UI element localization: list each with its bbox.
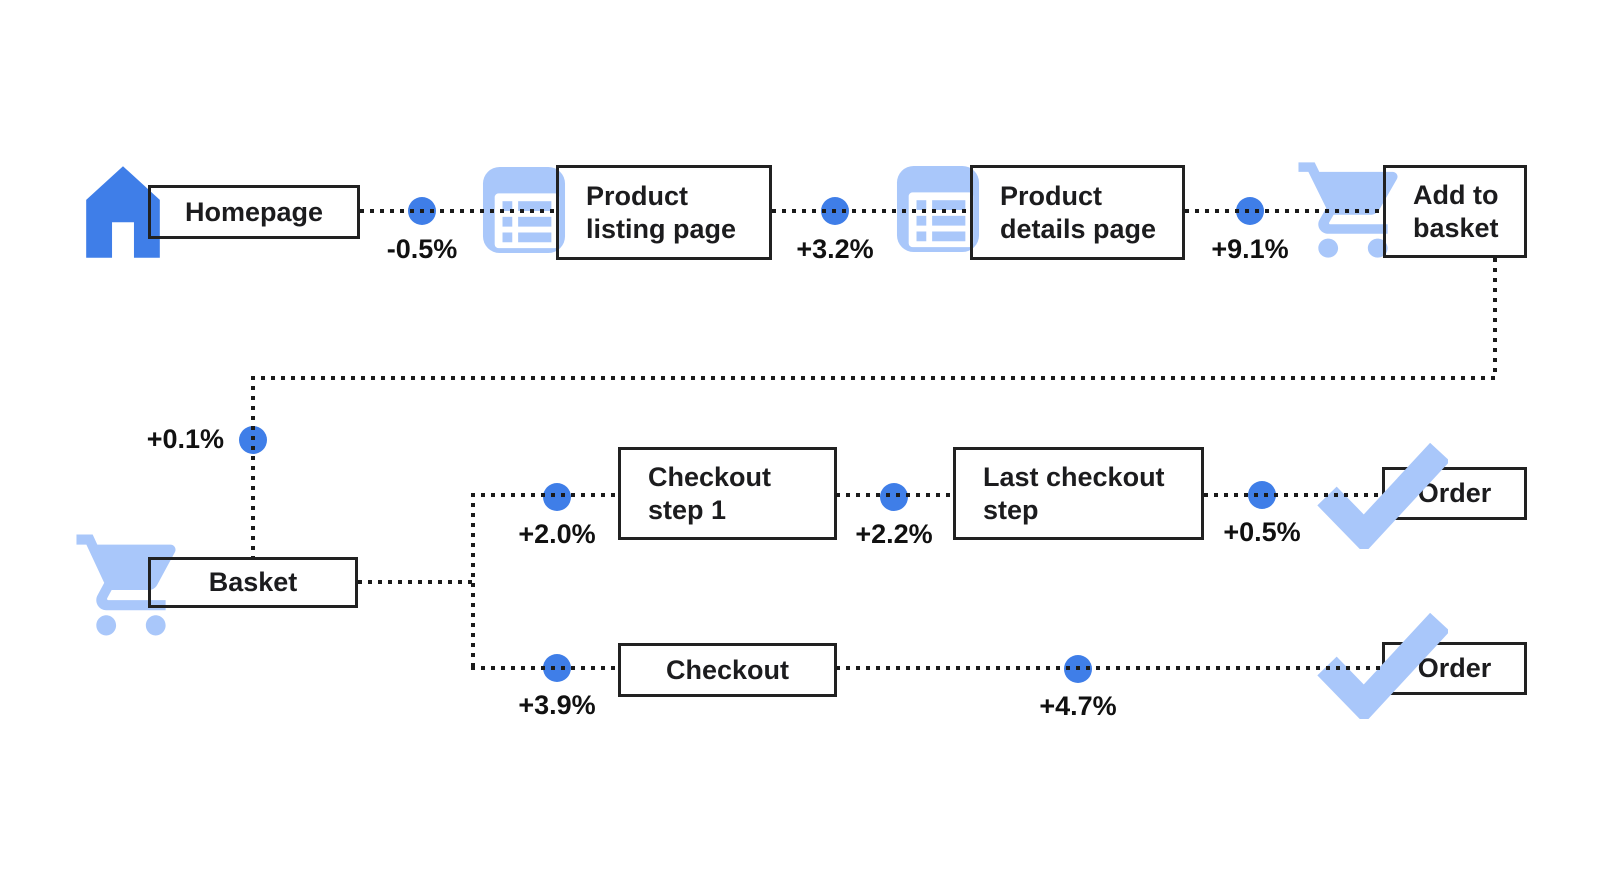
edge-details-addtobasket [1185, 209, 1383, 213]
node-label: Add to basket [1413, 179, 1499, 243]
edge-down-to-basket [251, 376, 255, 557]
node-label: Order [1417, 478, 1492, 508]
node-label: Product listing page [586, 180, 737, 244]
edge-return-across [251, 376, 1497, 380]
edge-basket-branch [358, 580, 474, 584]
node-label: Basket [208, 567, 298, 597]
edge-branch-checkout [471, 666, 618, 670]
node-last-checkout-step: Last checkout step [953, 447, 1204, 540]
edge-checkoutstep1-lastcheckout [836, 493, 954, 497]
conversion-dot [880, 483, 908, 511]
node-homepage: Homepage [148, 185, 360, 239]
node-add-to-basket: Add to basket [1383, 165, 1527, 258]
node-order-bottom: Order [1382, 642, 1527, 695]
delta-label: +3.9% [518, 690, 596, 720]
node-basket: Basket [148, 557, 358, 608]
node-product-details-page: Product details page [970, 165, 1185, 260]
edge-homepage-listing [360, 209, 556, 213]
check-icon [1317, 613, 1448, 719]
node-label: Checkout step 1 [648, 461, 772, 525]
node-label: Order [1417, 653, 1492, 683]
node-checkout: Checkout [618, 643, 837, 697]
delta-label: -0.5% [386, 234, 458, 264]
delta-label: +0.5% [1223, 517, 1301, 547]
delta-label: +4.7% [1039, 691, 1117, 721]
node-label: Checkout [665, 654, 790, 685]
node-label: Product details page [1000, 180, 1157, 244]
node-label: Homepage [184, 196, 324, 227]
delta-label: +3.2% [796, 234, 874, 264]
node-label: Last checkout step [983, 461, 1165, 525]
node-product-listing-page: Product listing page [556, 165, 772, 260]
edge-checkout-order [836, 666, 1382, 670]
edge-lastcheckout-order [1204, 493, 1382, 497]
edge-branch-split [471, 493, 475, 670]
edge-branch-checkoutstep1 [471, 493, 618, 497]
home-icon [86, 166, 160, 258]
delta-label: +9.1% [1211, 234, 1289, 264]
delta-label: +2.0% [518, 519, 596, 549]
delta-label: +0.1% [146, 424, 224, 454]
delta-label: +2.2% [855, 519, 933, 549]
conversion-dot [543, 483, 571, 511]
check-icon [1317, 443, 1448, 549]
node-checkout-step-1: Checkout step 1 [618, 447, 837, 540]
edge-addtobasket-down [1493, 258, 1497, 378]
edge-listing-details [772, 209, 970, 213]
